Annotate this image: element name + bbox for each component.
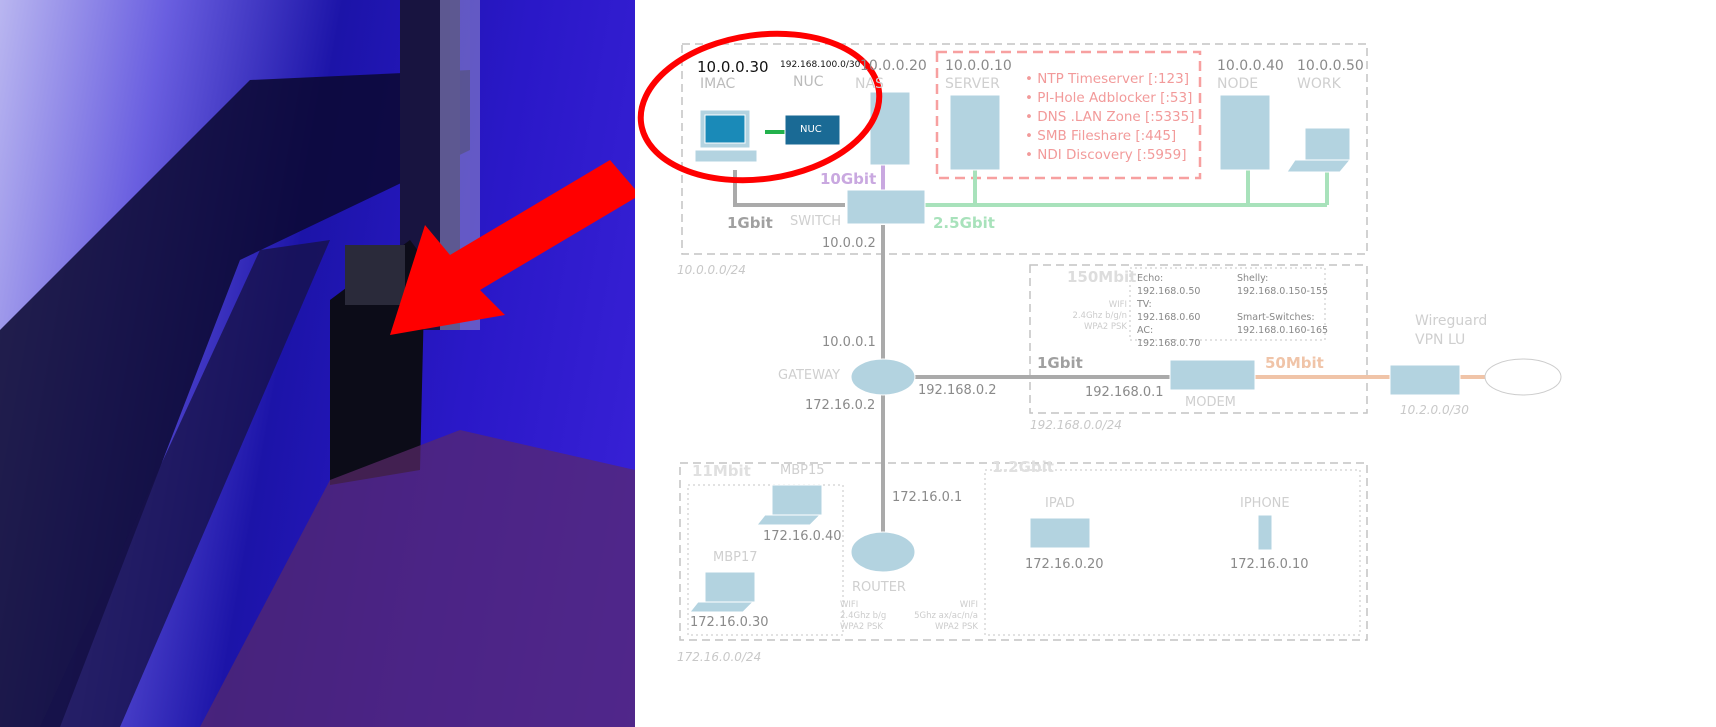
modem-lan-box [1029, 264, 1368, 414]
router-label: ROUTER [852, 580, 906, 595]
mbp15-label: MBP15 [780, 463, 825, 478]
service-item: • PI-Hole Adblocker [:53] [1025, 90, 1193, 106]
photo-shapes [0, 0, 635, 727]
modem-lan-subnet: 192.168.0.0/24 [1030, 418, 1122, 432]
slow-speed: 11Mbit [692, 462, 751, 480]
vpn-label-2: VPN LU [1415, 332, 1466, 348]
mbp15-ip: 172.16.0.40 [763, 529, 842, 544]
service-item: • SMB Fileshare [:445] [1025, 128, 1177, 144]
nas-speed: 10Gbit [820, 170, 877, 188]
modem-wifi-speed: 150Mbit [1067, 268, 1137, 286]
work-laptop-icon [1304, 127, 1351, 161]
iphone-ip: 172.16.0.10 [1230, 557, 1309, 572]
imac-ip: 10.0.0.30 [697, 58, 769, 76]
switch-icon [846, 189, 926, 225]
service-item: • DNS .LAN Zone [:5335] [1025, 109, 1195, 125]
nuc-icon [784, 114, 841, 146]
service-item: • NTP Timeserver [:123] [1025, 71, 1189, 87]
mbp17-ip: 172.16.0.30 [690, 615, 769, 630]
modem-ip: 192.168.0.1 [1085, 385, 1164, 400]
mbp15-icon [771, 484, 823, 516]
mbp17-icon [704, 571, 756, 603]
guest-lan-subnet: 172.16.0.0/24 [677, 650, 762, 664]
node-icon [1219, 94, 1271, 171]
node-label: NODE [1217, 76, 1259, 92]
red-highlight-circle [637, 30, 883, 184]
switch-label: SWITCH [790, 214, 841, 229]
vpn-label-1: Wireguard [1415, 313, 1488, 329]
work-ip: 10.0.0.50 [1297, 58, 1364, 74]
cloud-icon [1484, 358, 1562, 396]
vpn-subnet: 10.2.0.0/30 [1400, 403, 1469, 417]
ipad-ip: 172.16.0.20 [1025, 557, 1104, 572]
vpn-key-icon [1389, 364, 1461, 396]
gateway-ip-bottom: 172.16.0.2 [805, 398, 876, 413]
server-ip: 10.0.0.10 [945, 58, 1012, 74]
guest-lan-box [679, 462, 1368, 641]
server-label: SERVER [945, 76, 1000, 92]
switch-ip: 10.0.0.2 [822, 236, 876, 251]
network-diagram: 10.0.0.30 IMAC 192.168.100.0/30 NUC NUC … [635, 0, 1716, 727]
nas-label: NAS [855, 76, 884, 92]
photo-mini-pc-mounted-behind-monitor [0, 0, 635, 727]
gateway-label: GATEWAY [778, 368, 841, 383]
red-arrow-icon [390, 160, 635, 335]
nuc-label: NUC [793, 74, 824, 90]
iphone-icon [1257, 514, 1273, 551]
work-label: WORK [1297, 76, 1341, 92]
nas-ip: 10.0.0.20 [860, 58, 927, 74]
server-services-list: • NTP Timeserver [:123] • PI-Hole Adbloc… [1025, 70, 1194, 165]
gateway-ip-right: 192.168.0.2 [918, 383, 997, 398]
modem-link-speed: 1Gbit [1037, 354, 1083, 372]
gateway-router-icon [850, 358, 916, 396]
router-icon [850, 531, 916, 573]
modem-label: MODEM [1185, 395, 1236, 410]
top-lan-box [681, 43, 1368, 255]
nuc-ip: 192.168.100.0/30 [780, 60, 861, 70]
router-ip: 172.16.0.1 [892, 490, 963, 505]
server-services-box [935, 50, 1202, 180]
servers-speed: 2.5Gbit [933, 214, 995, 232]
modem-icon [1169, 359, 1256, 391]
vpn-speed: 50Mbit [1265, 354, 1324, 372]
service-item: • NDI Discovery [:5959] [1025, 147, 1187, 163]
ipad-label: IPAD [1045, 496, 1075, 511]
imac-label: IMAC [700, 76, 736, 92]
ipad-icon [1029, 517, 1091, 549]
node-ip: 10.0.0.40 [1217, 58, 1284, 74]
diagram-lines [637, 30, 1562, 641]
top-lan-subnet: 10.0.0.0/24 [677, 263, 746, 277]
mbp17-label: MBP17 [713, 550, 758, 565]
iphone-label: IPHONE [1240, 496, 1290, 511]
nuc-box-label: NUC [800, 124, 822, 135]
imac-speed: 1Gbit [727, 214, 773, 232]
fast-speed: 1.2Gbit [992, 458, 1054, 476]
gateway-ip-top: 10.0.0.1 [822, 335, 876, 350]
server-icon [949, 94, 1001, 171]
